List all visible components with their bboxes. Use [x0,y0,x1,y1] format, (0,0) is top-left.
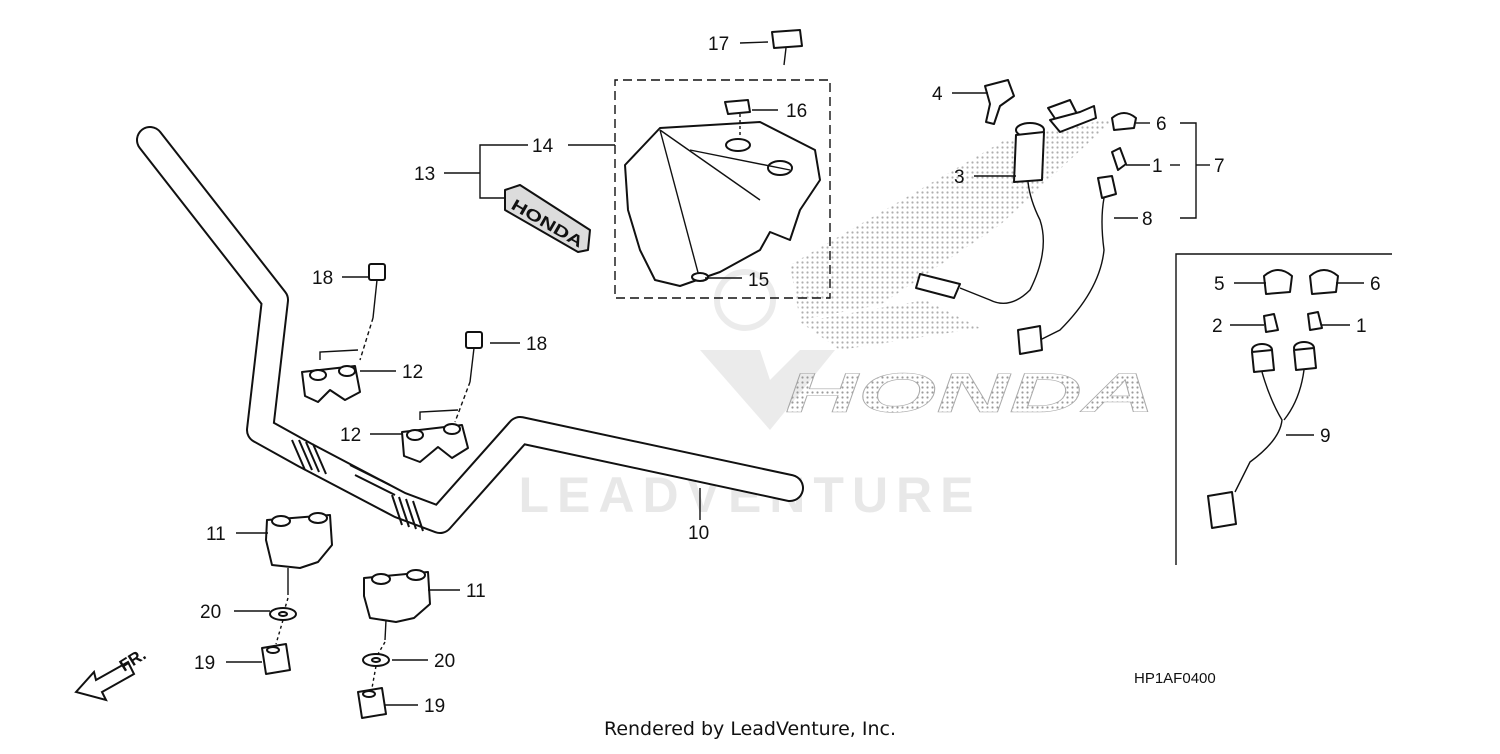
callout-7: 7 [1214,156,1225,177]
callout-20b: 20 [434,651,455,672]
callout-9: 9 [1320,426,1331,447]
cover-clip-16 [724,99,751,115]
indicator-harness-9 [1207,341,1317,529]
indicator-bulb-1b [1307,311,1323,331]
callout-17: 17 [708,34,729,55]
callout-5: 5 [1214,274,1225,295]
ignition-key [984,79,1097,133]
callout-1b: 1 [1356,316,1367,337]
ignition-switch [915,122,1045,304]
indicator-bulb-1a [1111,147,1127,171]
indicator-cap-6a [1111,112,1137,131]
callout-18b: 18 [526,334,547,355]
callout-20a: 20 [200,602,221,623]
washer-left [269,607,297,621]
holder-bolt-right [454,331,483,423]
honda-emblem-plate: HONDA [504,184,591,253]
callout-labels: 17 16 14 13 15 18 18 12 12 11 11 10 20 2… [194,34,1381,717]
cover-assembly-box [614,79,831,299]
callout-11a: 11 [206,524,226,545]
upper-holder-left [301,365,361,403]
nut-right [357,687,387,719]
callout-10: 10 [688,523,709,544]
leader-lines [226,41,1364,706]
callout-18a: 18 [312,268,333,289]
callout-6a: 6 [1156,114,1167,135]
callout-14: 14 [532,136,554,157]
front-direction-arrow: FR. [74,645,149,702]
indicator-cap-6b [1309,269,1339,295]
callout-4: 4 [932,84,943,105]
callout-19b: 19 [424,696,445,717]
callout-12a: 12 [402,362,423,383]
washer-right [362,653,390,667]
inset-panel-border [1175,253,1392,565]
callout-16: 16 [786,101,807,122]
callout-3: 3 [954,167,965,188]
honda-logo-text: HONDA [785,361,1155,424]
callout-19a: 19 [194,653,215,674]
callout-2: 2 [1212,316,1223,337]
callout-6b: 6 [1370,274,1381,295]
lower-holder-left [265,512,333,595]
callout-13: 13 [414,164,435,185]
indicator-bulb-2 [1263,313,1279,333]
handlebar [136,126,804,534]
diagram-code: HP1AF0400 [1134,670,1216,687]
handlebar-cover [624,121,821,287]
callout-15: 15 [748,270,769,291]
callout-11b: 11 [466,581,486,602]
cover-clip-15 [691,272,709,282]
upper-holder-right [401,423,469,463]
nut-left [261,643,291,675]
indicator-cap-5 [1263,269,1293,295]
indicator-socket-8 [1017,175,1117,355]
callout-1a: 1 [1152,156,1163,177]
render-credit: Rendered by LeadVenture, Inc. [603,718,897,740]
callout-8: 8 [1142,209,1153,230]
lower-holder-right [363,569,431,641]
screw-17 [771,29,803,66]
holder-bolt-left [359,263,386,361]
callout-12b: 12 [340,425,361,446]
